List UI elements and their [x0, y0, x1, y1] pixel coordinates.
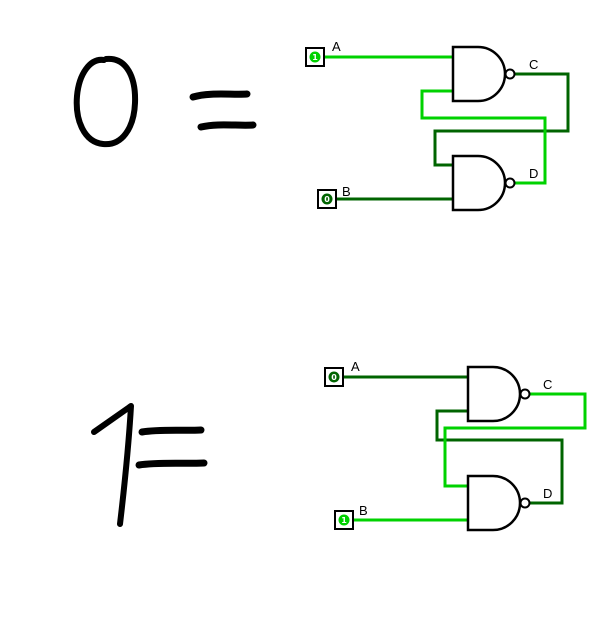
nand-gate-1 — [466, 365, 522, 423]
handwritten-equals-top-bar — [189, 90, 251, 101]
handwritten-one-stroke — [91, 403, 134, 527]
input-pin-a[interactable]: 0 — [324, 367, 344, 387]
circuit-sr-latch-top: 1 0 A B C D — [305, 39, 570, 212]
label-c: C — [529, 57, 538, 72]
wire-feedback-d — [420, 89, 547, 185]
wire-feedback-c — [433, 72, 570, 167]
pin-b-state-dot — [321, 193, 333, 205]
pin-a-state-dot — [328, 371, 340, 383]
nand-gate-2-bubble — [519, 497, 531, 509]
handwritten-equals2-bottom-bar — [135, 459, 208, 469]
nand-gate-2-bubble — [504, 177, 516, 189]
label-a: A — [332, 39, 341, 54]
pin-a-state-dot — [309, 51, 321, 63]
label-d: D — [543, 486, 552, 501]
label-d: D — [529, 166, 538, 181]
pin-b-state-dot — [338, 514, 350, 526]
handwritten-zero-stroke — [73, 55, 139, 148]
pin-b-value: 1 — [341, 516, 347, 525]
pin-b-value: 0 — [324, 195, 330, 204]
input-pin-b[interactable]: 0 — [317, 189, 337, 209]
wire-feedback-c — [443, 392, 587, 488]
label-b: B — [359, 503, 368, 518]
input-pin-a[interactable]: 1 — [305, 47, 325, 67]
circuit-sr-latch-bottom: 0 1 A B C D — [324, 359, 587, 532]
label-c: C — [543, 377, 552, 392]
handwritten-zero-equals — [73, 55, 257, 148]
pin-a-value: 0 — [331, 373, 337, 382]
handwritten-equals2-top-bar — [138, 426, 205, 436]
handwritten-equals-bottom-bar — [197, 121, 257, 131]
wire-feedback-d — [435, 409, 564, 505]
nand-gate-2 — [466, 474, 522, 532]
nand-gate-1-bubble — [519, 388, 531, 400]
label-b: B — [342, 184, 351, 199]
nand-gate-1-bubble — [504, 68, 516, 80]
nand-gate-1 — [451, 45, 507, 103]
pin-a-value: 1 — [312, 53, 318, 62]
label-a: A — [351, 359, 360, 374]
nand-gate-2 — [451, 154, 507, 212]
handwritten-one-equals — [91, 403, 208, 527]
input-pin-b[interactable]: 1 — [334, 510, 354, 530]
